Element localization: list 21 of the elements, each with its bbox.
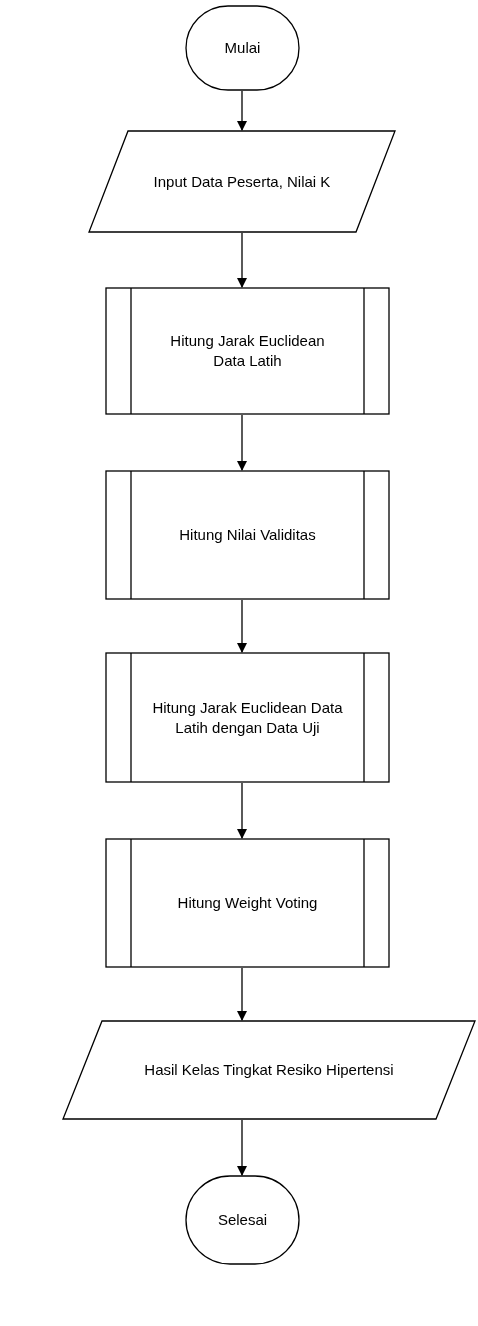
node-label: Hitung Nilai Validitas <box>179 525 316 545</box>
node-label: Hasil Kelas Tingkat Resiko Hipertensi <box>144 1060 394 1080</box>
predefined-process-box <box>105 287 390 415</box>
node-label: Mulai <box>224 38 261 58</box>
arrow <box>236 967 248 1022</box>
arrow <box>236 232 248 289</box>
node-label: Selesai <box>217 1210 268 1230</box>
input-output-parallelogram <box>88 130 396 233</box>
arrow <box>236 599 248 654</box>
node-label: Hitung Jarak Euclidean Data Latih dengan Data Uji <box>151 697 344 738</box>
predefined-process-box <box>105 652 390 783</box>
predefined-process-box <box>105 838 390 968</box>
predefined-process-box <box>105 470 390 600</box>
arrow <box>236 782 248 840</box>
input-output-parallelogram <box>62 1020 476 1120</box>
node-label: Hitung Jarak Euclidean Data Latih <box>169 331 326 371</box>
node-label: Input Data Peserta, Nilai K <box>153 171 331 192</box>
arrow <box>236 1119 248 1177</box>
arrow <box>236 414 248 472</box>
arrow <box>236 90 248 132</box>
node-label: Hitung Weight Voting <box>177 893 318 913</box>
